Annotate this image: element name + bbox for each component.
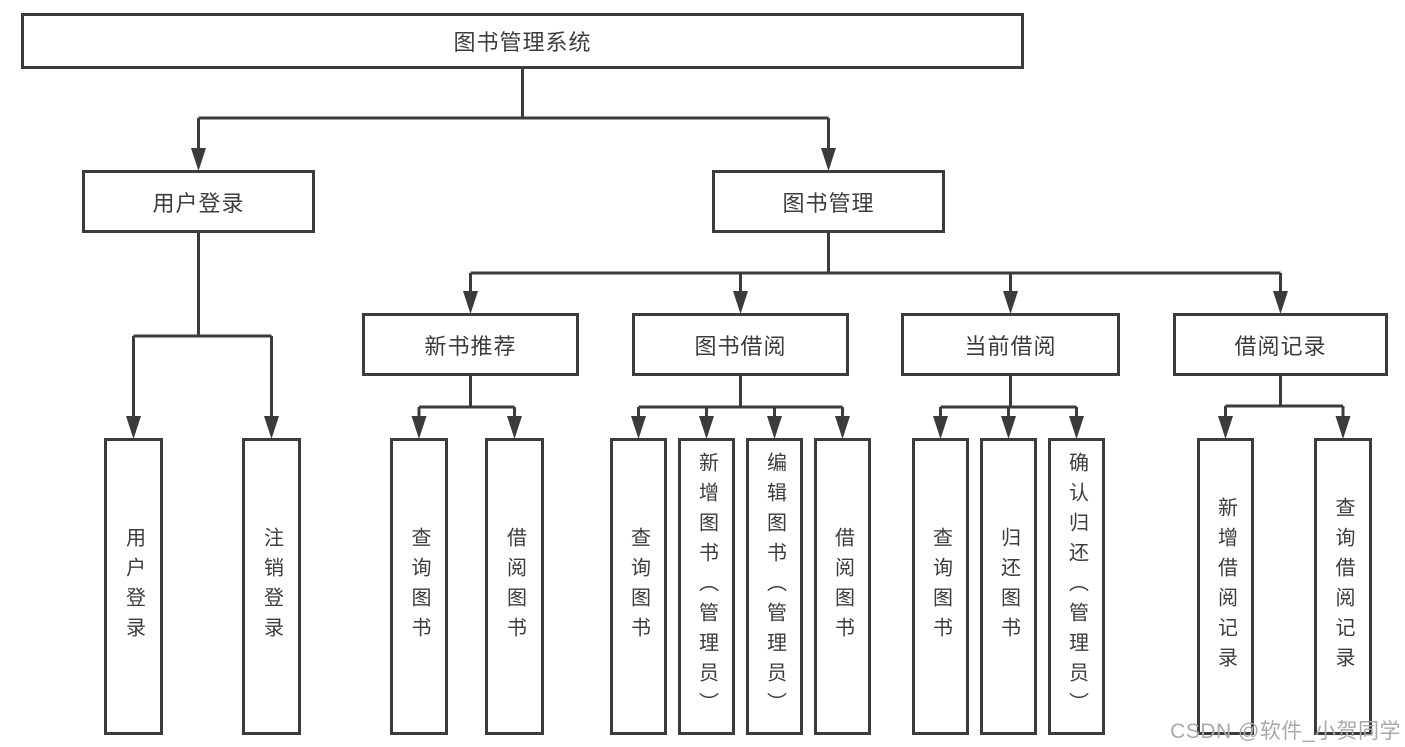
- leaf-query-books-borrow: 查询图书: [610, 438, 667, 735]
- leaf-label: 查询图书: [627, 526, 650, 647]
- node-current-borrowing: 当前借阅: [901, 313, 1120, 376]
- node-library-management-system: 图书管理系统: [21, 13, 1024, 69]
- leaf-label: 注销登录: [260, 526, 283, 647]
- node-book-management: 图书管理: [712, 170, 945, 233]
- node-borrowing-records: 借阅记录: [1173, 313, 1388, 376]
- leaf-query-books-recommend: 查询图书: [390, 438, 448, 735]
- node-label: 图书管理: [782, 190, 875, 216]
- leaf-edit-books-admin: 编辑图书（管理员）: [746, 438, 803, 735]
- leaf-return-books: 归还图书: [980, 438, 1037, 735]
- csdn-watermark: CSDN @软件_小贺同学: [1170, 720, 1401, 743]
- leaf-query-books-current: 查询图书: [912, 438, 969, 735]
- leaf-label: 确认归还（管理员）: [1065, 451, 1088, 722]
- node-label: 图书借阅: [694, 333, 787, 359]
- leaf-label: 借阅图书: [503, 526, 526, 647]
- node-label: 用户登录: [152, 190, 245, 216]
- node-new-book-recommend: 新书推荐: [362, 313, 579, 376]
- leaf-borrow-books-recommend: 借阅图书: [485, 438, 544, 735]
- leaf-label: 编辑图书（管理员）: [763, 451, 786, 722]
- node-book-borrowing: 图书借阅: [632, 313, 849, 376]
- leaf-confirm-return-admin: 确认归还（管理员）: [1048, 438, 1105, 735]
- leaf-borrow-books: 借阅图书: [814, 438, 871, 735]
- leaf-add-borrow-record: 新增借阅记录: [1197, 438, 1254, 735]
- leaf-user-login: 用户登录: [104, 438, 163, 735]
- node-label: 图书管理系统: [453, 30, 592, 55]
- leaf-query-borrow-record: 查询借阅记录: [1314, 438, 1372, 735]
- leaf-label: 归还图书: [997, 526, 1020, 647]
- leaf-label: 新增借阅记录: [1214, 496, 1237, 677]
- node-label: 新书推荐: [424, 333, 517, 359]
- leaf-label: 查询借阅记录: [1332, 496, 1354, 677]
- leaf-label: 用户登录: [122, 526, 145, 647]
- leaf-add-books-admin: 新增图书（管理员）: [678, 438, 735, 735]
- leaf-logout: 注销登录: [242, 438, 301, 735]
- node-label: 当前借阅: [964, 333, 1057, 359]
- node-user-login: 用户登录: [82, 170, 315, 233]
- leaf-label: 查询图书: [408, 526, 430, 647]
- node-label: 借阅记录: [1234, 333, 1327, 359]
- leaf-label: 新增图书（管理员）: [695, 451, 718, 722]
- leaf-label: 查询图书: [929, 526, 952, 647]
- leaf-label: 借阅图书: [831, 526, 854, 647]
